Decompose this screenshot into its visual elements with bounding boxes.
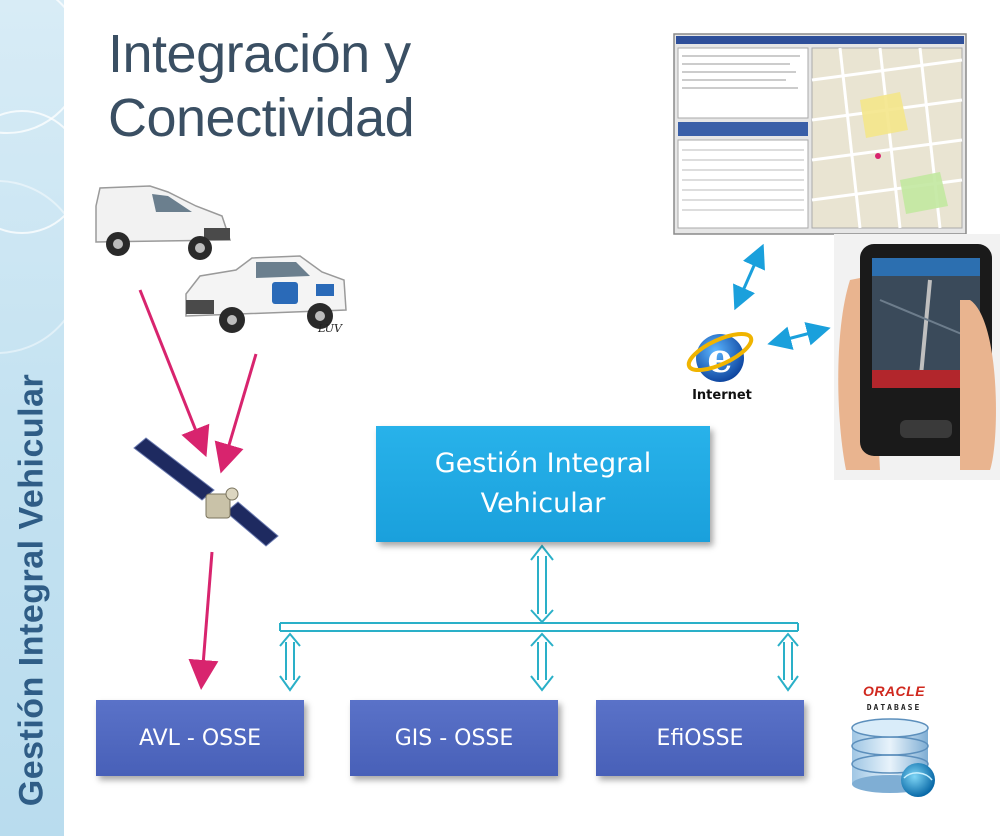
oracle-logo-sub: DATABASE (866, 703, 922, 712)
sidebar: Gestión Integral Vehicular (0, 0, 64, 836)
arrow-internet-to-software (733, 243, 765, 311)
pickup-truck-image (185, 255, 347, 333)
arrow-internet-to-phone (767, 322, 831, 350)
gestion-box-line-1: Gestión Integral (434, 448, 652, 479)
database-icon (851, 718, 935, 797)
efiosse-box: EfiOSSE (596, 700, 804, 776)
internet-icon: e (686, 331, 754, 382)
gis-osse-box: GIS - OSSE (350, 700, 558, 776)
slide-title: Integración y Conectividad (108, 22, 415, 150)
arrow-satellite-to-avl (188, 551, 219, 690)
slide-title-line-2: Conectividad (108, 88, 415, 148)
gestion-integral-box: Gestión Integral Vehicular (376, 426, 710, 542)
vehicle-model-label: LUV (318, 322, 342, 335)
van-image (95, 185, 232, 260)
gestion-box-line-2: Vehicular (480, 488, 606, 519)
internet-label: Internet (692, 388, 752, 403)
slide-title-line-1: Integración y (108, 24, 411, 84)
arrow-van-to-satellite (138, 289, 210, 458)
smartphone-image (834, 234, 1000, 480)
arrow-truck-to-satellite (214, 353, 258, 474)
avl-osse-box: AVL - OSSE (96, 700, 304, 776)
software-screenshot-image (673, 33, 967, 235)
connector-bus (279, 544, 799, 692)
oracle-logo-word: ORACLE (862, 683, 926, 699)
satellite-image (133, 437, 279, 547)
